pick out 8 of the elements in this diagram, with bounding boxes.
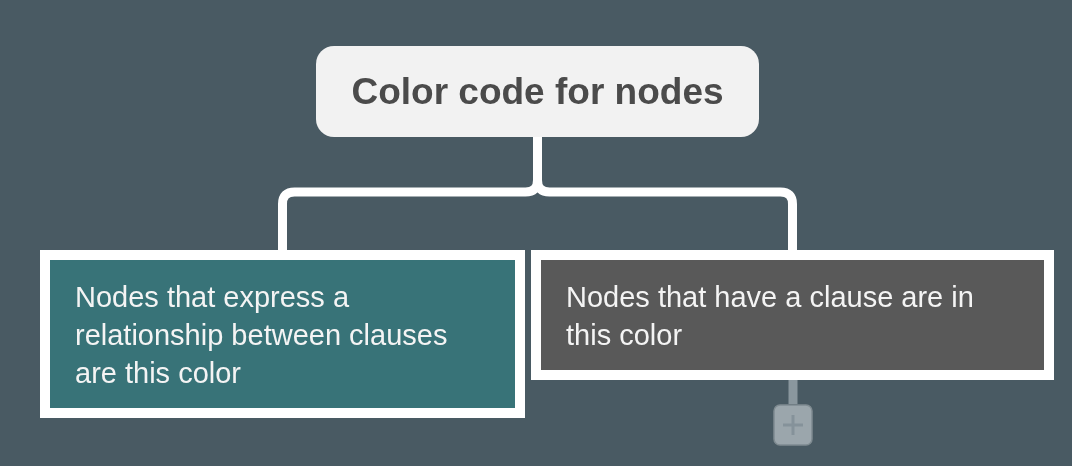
connector-line [788, 380, 798, 404]
subtopic-box [531, 250, 1054, 380]
node-text: Nodes that express a relationship between clauses are this color [75, 280, 449, 391]
topic-box [316, 46, 759, 137]
node-text: Color code for nodes [351, 70, 724, 113]
node-text: Nodes that have a clause are in this color [566, 280, 975, 353]
subtopic-box [40, 250, 525, 418]
plus-icon [773, 404, 813, 446]
